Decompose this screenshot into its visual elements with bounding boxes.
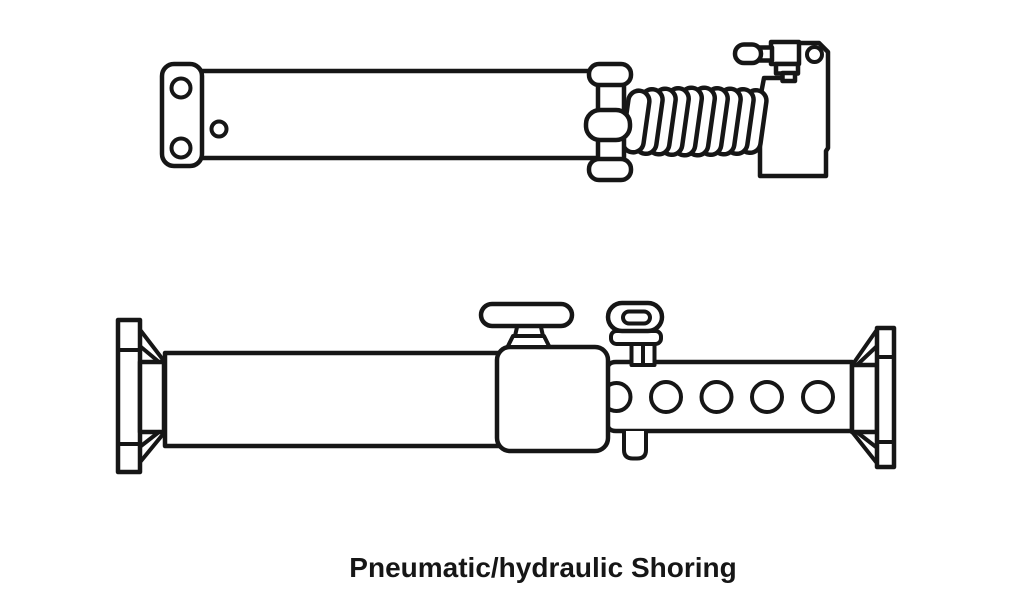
strut-cylinder: [162, 350, 503, 449]
gusset-line: [851, 431, 878, 464]
t-handle-valve: [478, 301, 575, 349]
gusset-line: [139, 345, 161, 364]
perforated-tube: [600, 359, 855, 434]
gusset-line: [139, 431, 166, 463]
coupling-top-collar: [586, 61, 634, 88]
hose-coupling: [583, 61, 634, 183]
valve-block: [757, 40, 831, 179]
coupling-bottom-collar: [586, 156, 634, 183]
cylinder-body: [194, 68, 608, 161]
adjustment-hole: [801, 380, 835, 414]
fitting-nipple: [732, 42, 764, 66]
pin-leg: [641, 341, 657, 367]
fitting-nut: [768, 39, 802, 67]
cylinder-pin-hole: [209, 119, 229, 139]
gusset-line: [139, 430, 161, 448]
locking-pin-assembly: [605, 300, 665, 367]
left-base-plate: [115, 317, 167, 475]
adjustment-hole: [699, 380, 734, 414]
fitting-stem: [780, 70, 798, 84]
figure-caption: Pneumatic/hydraulic Shoring: [349, 552, 736, 583]
valve-block-hole: [805, 45, 824, 64]
gusset-line: [856, 345, 878, 366]
adjustment-hole: [649, 380, 683, 414]
gusset-line: [856, 431, 878, 449]
valve-block-body: [757, 40, 831, 179]
right-base-plate: [849, 325, 897, 470]
base-plate: [874, 325, 897, 470]
assembled-shore-figure: [115, 300, 897, 475]
plate-hub: [137, 359, 167, 435]
base-plate: [115, 317, 143, 475]
pull-ring-inner: [621, 309, 652, 326]
bracket-hole-bottom: [169, 136, 193, 160]
bracket-hole-top: [169, 76, 193, 100]
gusset-line: [139, 329, 166, 363]
collar-housing: [494, 344, 611, 454]
valve-fitting: [732, 39, 824, 84]
gusset-line: [851, 329, 878, 366]
coupling-center-nut: [583, 107, 633, 143]
plate-hub: [849, 362, 880, 435]
shore-cylinder-figure: [159, 39, 831, 183]
handle-bar: [478, 301, 575, 329]
pin-tab: [622, 431, 648, 461]
adjustment-hole: [750, 380, 784, 414]
corrugated-hose: [620, 85, 769, 158]
